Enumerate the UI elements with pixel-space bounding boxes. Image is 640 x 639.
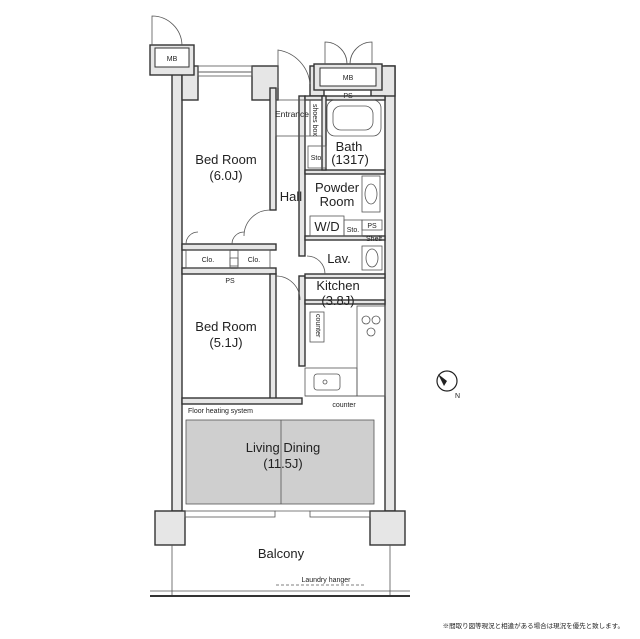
compass-n-label: N: [455, 393, 460, 400]
bath-size: (1317): [331, 152, 369, 167]
sto-bath-label: Sto.: [311, 155, 324, 162]
footnote: ※間取り図等現況と相違がある場合は現況を優先と致します。: [443, 621, 624, 630]
bath: PS Bath (1317) Sto.: [307, 93, 382, 169]
closets: Clo. Clo. PS: [185, 249, 271, 285]
lav-label: Lav.: [327, 251, 351, 266]
entrance: Entrance shoes box: [275, 49, 323, 136]
mb-left-label: MB: [167, 56, 178, 63]
kitchen-size: (3.8J): [321, 293, 354, 308]
bath-name: Bath: [336, 139, 363, 154]
laundry-hanger-label: Laundry hanger: [301, 577, 351, 584]
kitchen: Kitchen (3.8J) counter counter: [304, 278, 386, 409]
bedroom-1: Bed Room (6.0J): [185, 71, 271, 245]
clo-left-label: Clo.: [202, 257, 215, 264]
living-name: Living Dining: [246, 440, 320, 455]
ps-top-label: PS: [343, 93, 353, 100]
lavatory: Lav.: [306, 245, 383, 275]
entrance-label: Entrance: [275, 109, 309, 119]
interior-walls: [181, 87, 386, 405]
compass-icon: N: [436, 370, 460, 400]
ps-clo-label: PS: [225, 278, 235, 285]
floor-heating-label: Floor heating system: [188, 408, 253, 415]
mb-right-label: MB: [343, 75, 354, 82]
clo-right-label: Clo.: [248, 257, 261, 264]
living-size: (11.5J): [263, 456, 303, 471]
powder-line2: Room: [320, 194, 355, 209]
bedroom2-size: (5.1J): [209, 335, 242, 350]
bedroom-2: Bed Room (5.1J): [195, 275, 301, 350]
counter-label: counter: [332, 402, 356, 409]
wd-label: W/D: [314, 219, 339, 234]
sto-wd-label: Sto.: [347, 227, 360, 234]
bedroom1-size: (6.0J): [209, 168, 242, 183]
mb-right-box: MB: [313, 41, 383, 91]
powder-line1: Powder: [315, 180, 360, 195]
bedroom1-name: Bed Room: [195, 152, 256, 167]
hall-label: Hall: [280, 189, 303, 204]
bedroom2-name: Bed Room: [195, 319, 256, 334]
powder-room: Powder Room W/D Sto. PS Shelf: [309, 175, 383, 243]
shoes-box-label: shoes box: [311, 104, 318, 136]
ps-shelf-label: PS: [367, 223, 377, 230]
shelf-label: Shelf: [366, 236, 382, 243]
mb-left-box: MB: [149, 15, 195, 76]
counter-small-label: counter: [314, 314, 321, 338]
balcony-label: Balcony: [258, 546, 305, 561]
balcony: Balcony Laundry hanger: [150, 545, 410, 597]
living-dining: Floor heating system Living Dining (11.5…: [185, 408, 375, 505]
kitchen-name: Kitchen: [316, 278, 359, 293]
